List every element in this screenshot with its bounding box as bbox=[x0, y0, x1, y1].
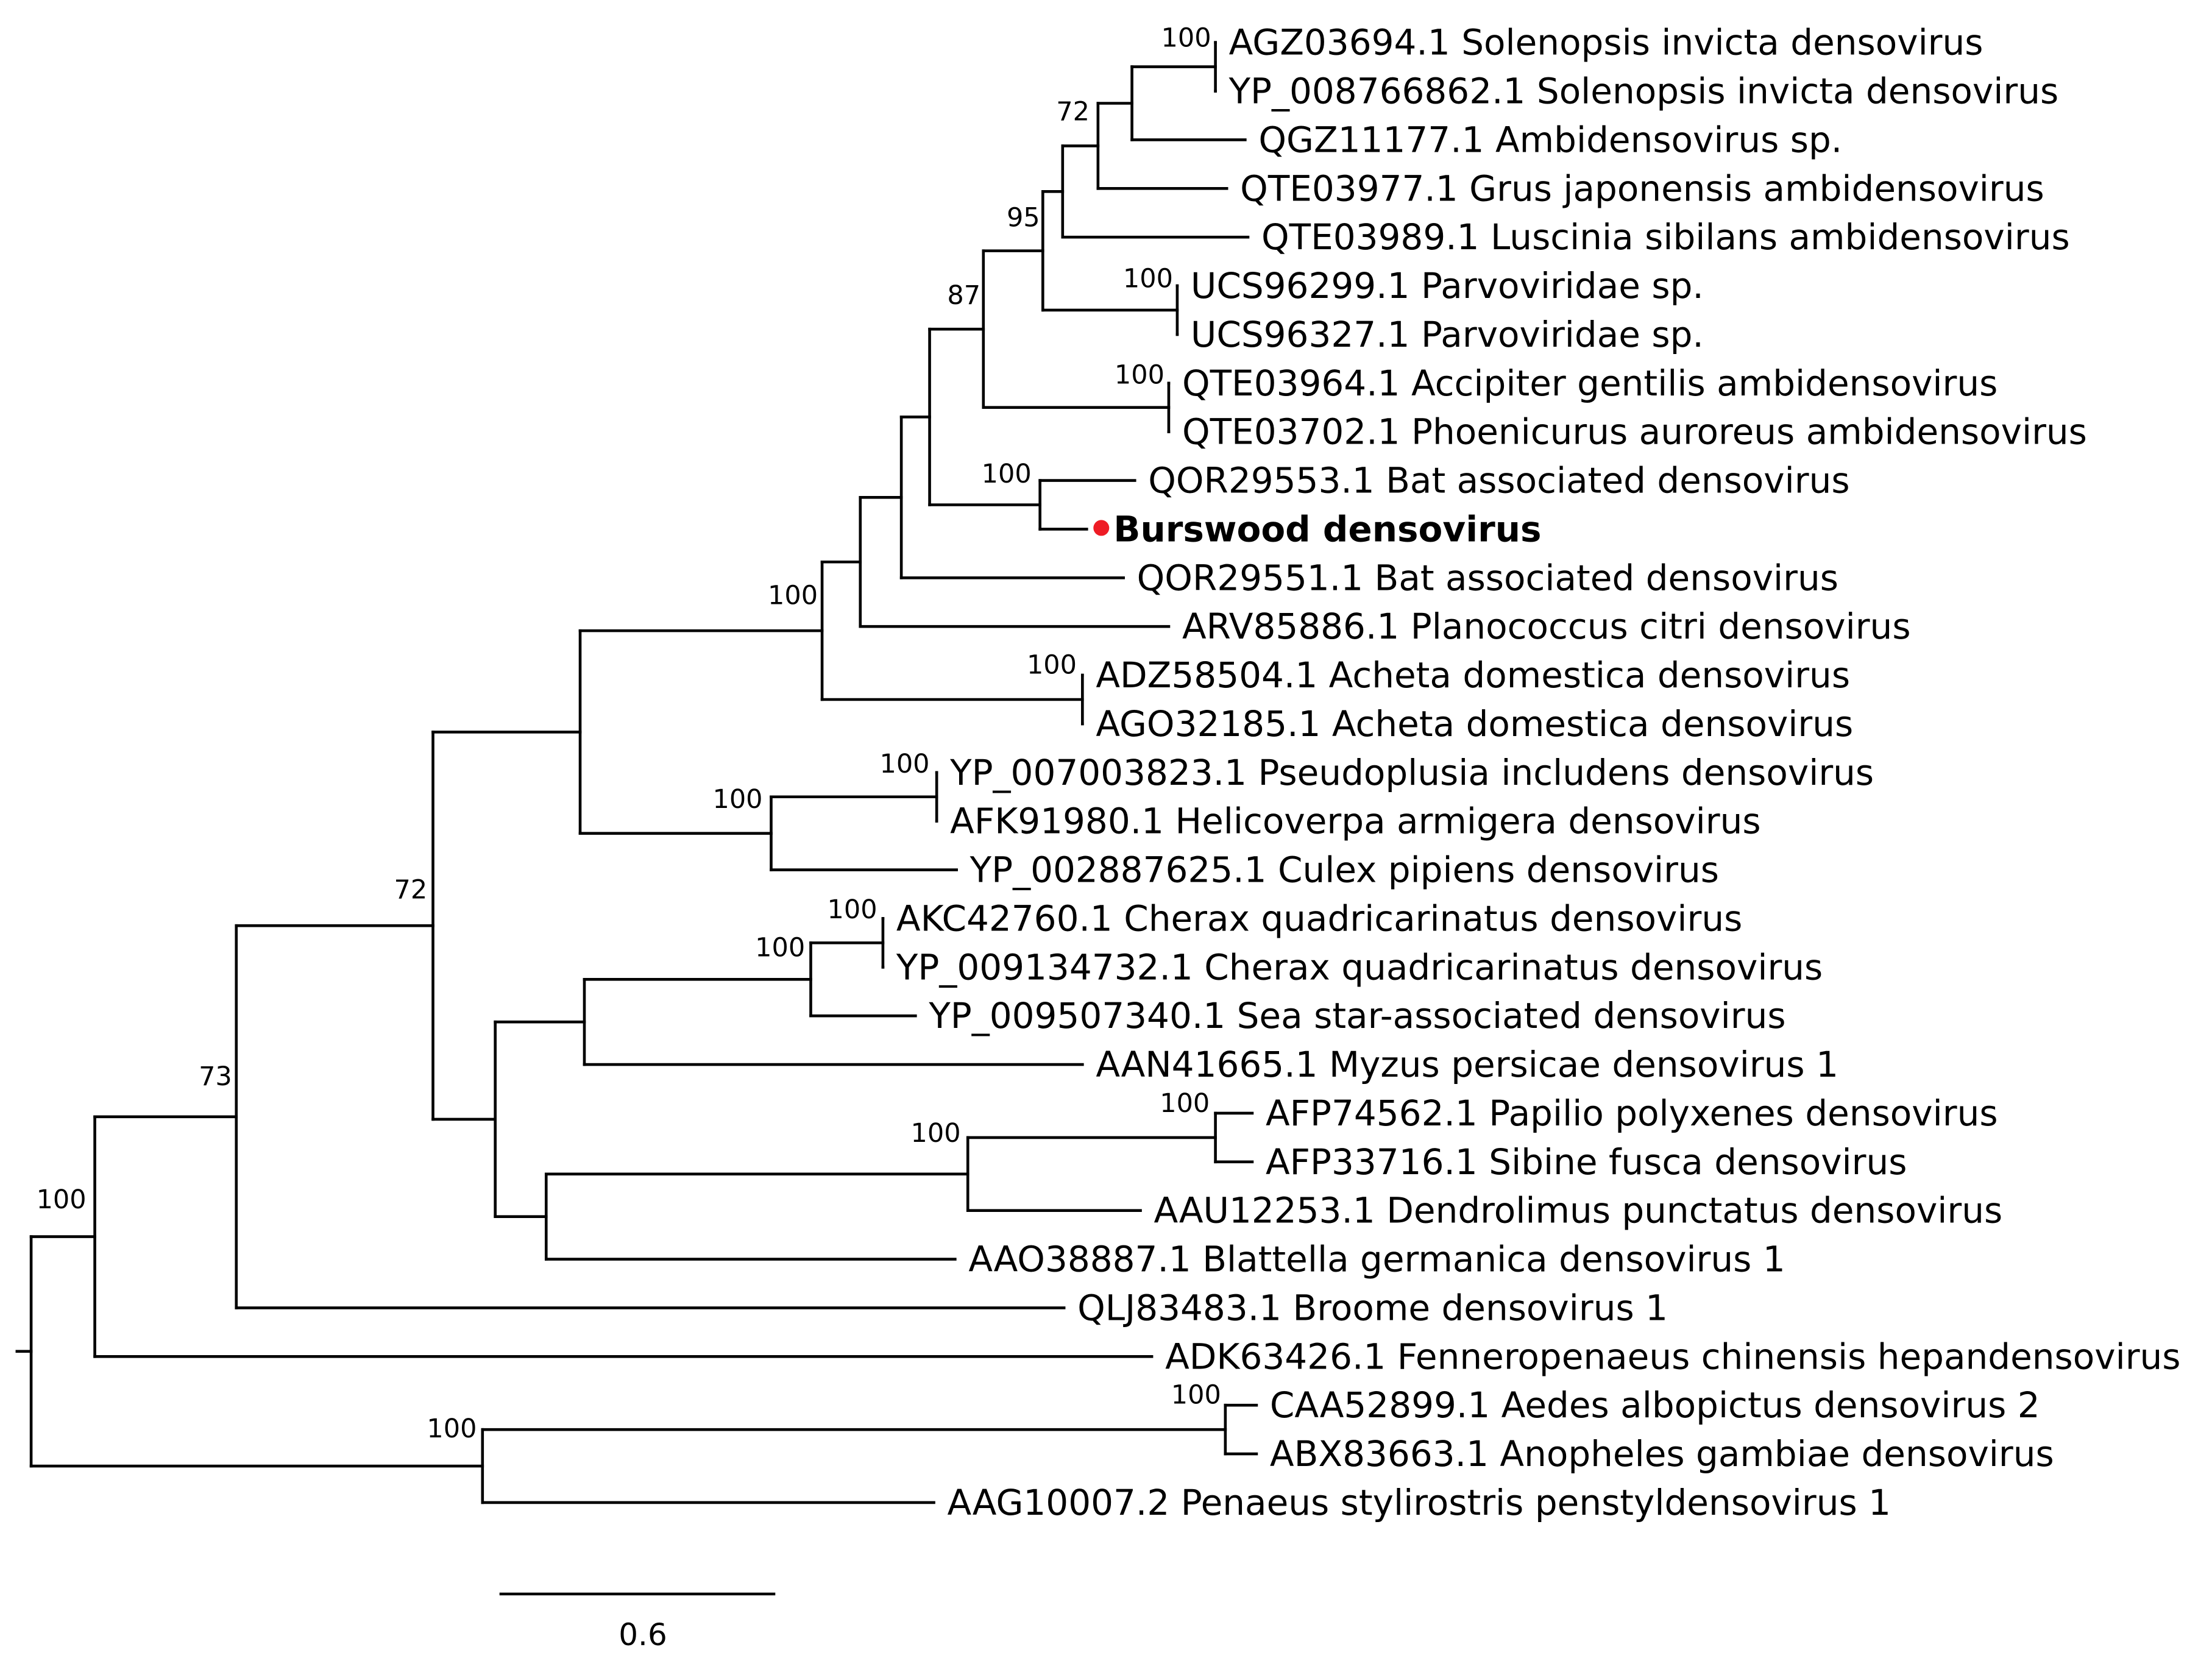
tip-label-t20: YP_009134732.1 Cherax quadricarinatus de… bbox=[896, 946, 1823, 988]
tip-label-t11: Burswood densovirus bbox=[1113, 508, 1541, 550]
support-value-n_bat: 100 bbox=[982, 459, 1032, 489]
tip-label-t4: QTE03977.1 Grus japonensis ambidensoviru… bbox=[1240, 168, 2044, 209]
tip-label-t15: AGO32185.1 Acheta domestica densovirus bbox=[1096, 703, 1853, 745]
tip-label-t25: AAU12253.1 Dendrolimus punctatus densovi… bbox=[1154, 1190, 2003, 1231]
tip-label-t24: AFP33716.1 Sibine fusca densovirus bbox=[1266, 1141, 1907, 1183]
support-value-n_acc: 100 bbox=[1115, 359, 1164, 390]
support-value-n_cra: 100 bbox=[755, 933, 805, 963]
support-value-n_amb: 72 bbox=[1056, 96, 1090, 127]
tip-label-t27: QLJ83483.1 Broome densovirus 1 bbox=[1077, 1287, 1668, 1328]
tip-label-t9: QTE03702.1 Phoenicurus auroreus ambidens… bbox=[1182, 411, 2087, 453]
support-value-n_out: 100 bbox=[37, 1185, 87, 1215]
support-value-n_72: 72 bbox=[394, 874, 428, 905]
support-value-n_ach: 100 bbox=[1027, 650, 1077, 680]
tip-label-t2: YP_008766862.1 Solenopsis invicta densov… bbox=[1228, 71, 2059, 112]
tip-label-t28: ADK63426.1 Fenneropenaeus chinensis hepa… bbox=[1165, 1336, 2180, 1377]
tip-label-t29: CAA52899.1 Aedes albopictus densovirus 2 bbox=[1270, 1384, 2040, 1426]
support-value-n_par: 100 bbox=[1123, 263, 1173, 294]
tip-label-t26: AAO38887.1 Blattella germanica densoviru… bbox=[968, 1239, 1785, 1280]
tip-label-t5: QTE03989.1 Luscinia sibilans ambidensovi… bbox=[1261, 216, 2070, 258]
scale-bar-label: 0.6 bbox=[619, 1617, 667, 1652]
support-value-n_che: 100 bbox=[828, 894, 877, 925]
tip-label-t3: QGZ11177.1 Ambidensovirus sp. bbox=[1258, 119, 1842, 160]
tip-label-t21: YP_009507340.1 Sea star-associated denso… bbox=[928, 995, 1785, 1036]
tip-label-t7: UCS96327.1 Parvoviridae sp. bbox=[1191, 314, 1704, 355]
support-value-n_87: 87 bbox=[947, 280, 980, 311]
support-value-n_main: 100 bbox=[768, 580, 818, 611]
tip-label-t17: AFK91980.1 Helicoverpa armigera densovir… bbox=[950, 801, 1760, 842]
tip-label-t18: YP_002887625.1 Culex pipiens densovirus bbox=[970, 849, 1719, 891]
support-value-n_aed: 100 bbox=[1171, 1379, 1221, 1410]
tip-label-t8: QTE03964.1 Accipiter gentilis ambidensov… bbox=[1182, 363, 1998, 404]
tip-label-t14: ADZ58504.1 Acheta domestica densovirus bbox=[1096, 654, 1850, 696]
tip-labels: AGZ03694.1 Solenopsis invicta densovirus… bbox=[896, 22, 2181, 1523]
tip-label-t30: ABX83663.1 Anopheles gambiae densovirus bbox=[1270, 1433, 2054, 1475]
support-value-n_lep: 100 bbox=[712, 784, 762, 815]
support-value-n_73: 73 bbox=[199, 1061, 232, 1092]
tip-label-t23: AFP74562.1 Papilio polyxenes densovirus bbox=[1266, 1093, 1998, 1134]
scale-bar: 0.6 bbox=[499, 1592, 776, 1652]
support-values: 100 72 95 100 87 100 100 100 100 100 100 100 100 100 1… bbox=[37, 23, 1221, 1445]
support-value-n_dep: 100 bbox=[911, 1118, 961, 1149]
tip-label-t19: AKC42760.1 Cherax quadricarinatus densov… bbox=[896, 898, 1742, 939]
tip-label-t6: UCS96299.1 Parvoviridae sp. bbox=[1191, 265, 1704, 306]
support-value-n_sol: 100 bbox=[1161, 23, 1211, 54]
tip-label-t1: AGZ03694.1 Solenopsis invicta densovirus bbox=[1229, 22, 1983, 63]
tip-label-t31: AAG10007.2 Penaeus stylirostris penstyld… bbox=[948, 1482, 1891, 1523]
support-value-n_lus: 95 bbox=[1007, 203, 1040, 233]
support-value-n_ing: 100 bbox=[427, 1414, 477, 1444]
tip-label-t13: ARV85886.1 Planococcus citri densovirus bbox=[1182, 606, 1911, 647]
tip-label-t10: QOR29553.1 Bat associated densovirus bbox=[1148, 460, 1849, 501]
highlight-marker-icon bbox=[1093, 520, 1110, 536]
tree-branches bbox=[15, 41, 1258, 1504]
tip-label-t16: YP_007003823.1 Pseudoplusia includens de… bbox=[949, 752, 1874, 793]
support-value-n_pse: 100 bbox=[879, 749, 929, 779]
tip-label-t22: AAN41665.1 Myzus persicae densovirus 1 bbox=[1096, 1044, 1838, 1085]
support-value-n_pap: 100 bbox=[1160, 1088, 1210, 1119]
tip-label-t12: QOR29551.1 Bat associated densovirus bbox=[1137, 557, 1838, 598]
